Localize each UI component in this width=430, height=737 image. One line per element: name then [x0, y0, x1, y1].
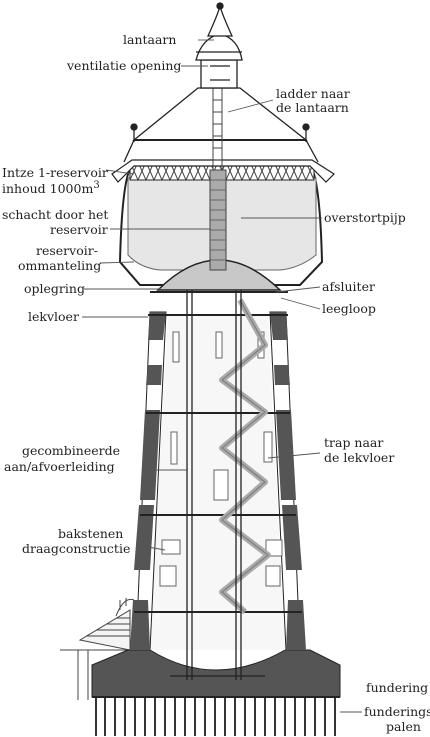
brick-walls — [130, 311, 306, 651]
label-piles-line2: palen — [386, 719, 421, 734]
foundation-slab — [91, 649, 341, 698]
label-valve: afsluiter — [322, 279, 375, 294]
floor-lines — [134, 314, 302, 613]
label-pipe-line1: gecombineerde — [22, 443, 120, 458]
label-support-ring: oplegring — [24, 281, 85, 296]
label-intze-line1: Intze 1-reservoir — [2, 165, 108, 180]
label-intze-volume: inhoud 1000m — [2, 181, 93, 196]
label-shaft-line1: schacht door het — [2, 207, 108, 222]
label-ventilation-opening: ventilatie opening — [66, 58, 181, 73]
label-stair-line2: de lekvloer — [324, 450, 394, 465]
lantern — [195, 2, 243, 89]
label-overflow-pipe: overstortpijp — [324, 210, 406, 225]
label-brick-line2: draagconstructie — [22, 541, 130, 556]
label-pipe-line2: aan/afvoerleiding — [4, 459, 115, 474]
staircase-edge — [221, 299, 269, 613]
label-ladder-line1: ladder naar — [276, 86, 350, 101]
label-brick-line1: bakstenen — [58, 526, 123, 541]
leader-lines — [82, 39, 362, 713]
foundation-piles — [95, 698, 336, 736]
shaft-ladder-rungs — [210, 179, 226, 261]
label-lantaarn: lantaarn — [123, 32, 176, 47]
label-cladding-line1: reservoir- — [36, 243, 98, 258]
label-stair-line1: trap naar — [324, 435, 383, 450]
label-intze-line2: inhoud 1000m3 — [2, 180, 100, 196]
label-ladder-line2: de lantaarn — [276, 100, 349, 115]
label-shaft-line2: reservoir — [50, 222, 108, 237]
label-drain: leegloop — [322, 301, 376, 316]
label-leak-floor: lekvloer — [28, 309, 79, 324]
label-foundation: fundering — [366, 680, 428, 695]
label-intze-superscript: 3 — [93, 180, 99, 191]
label-piles-line1: funderings- — [364, 704, 430, 719]
roof — [123, 87, 319, 163]
entrance-steps — [60, 598, 140, 700]
label-cladding-line2: ommanteling — [18, 258, 101, 273]
ladder-to-lantern — [212, 88, 223, 170]
